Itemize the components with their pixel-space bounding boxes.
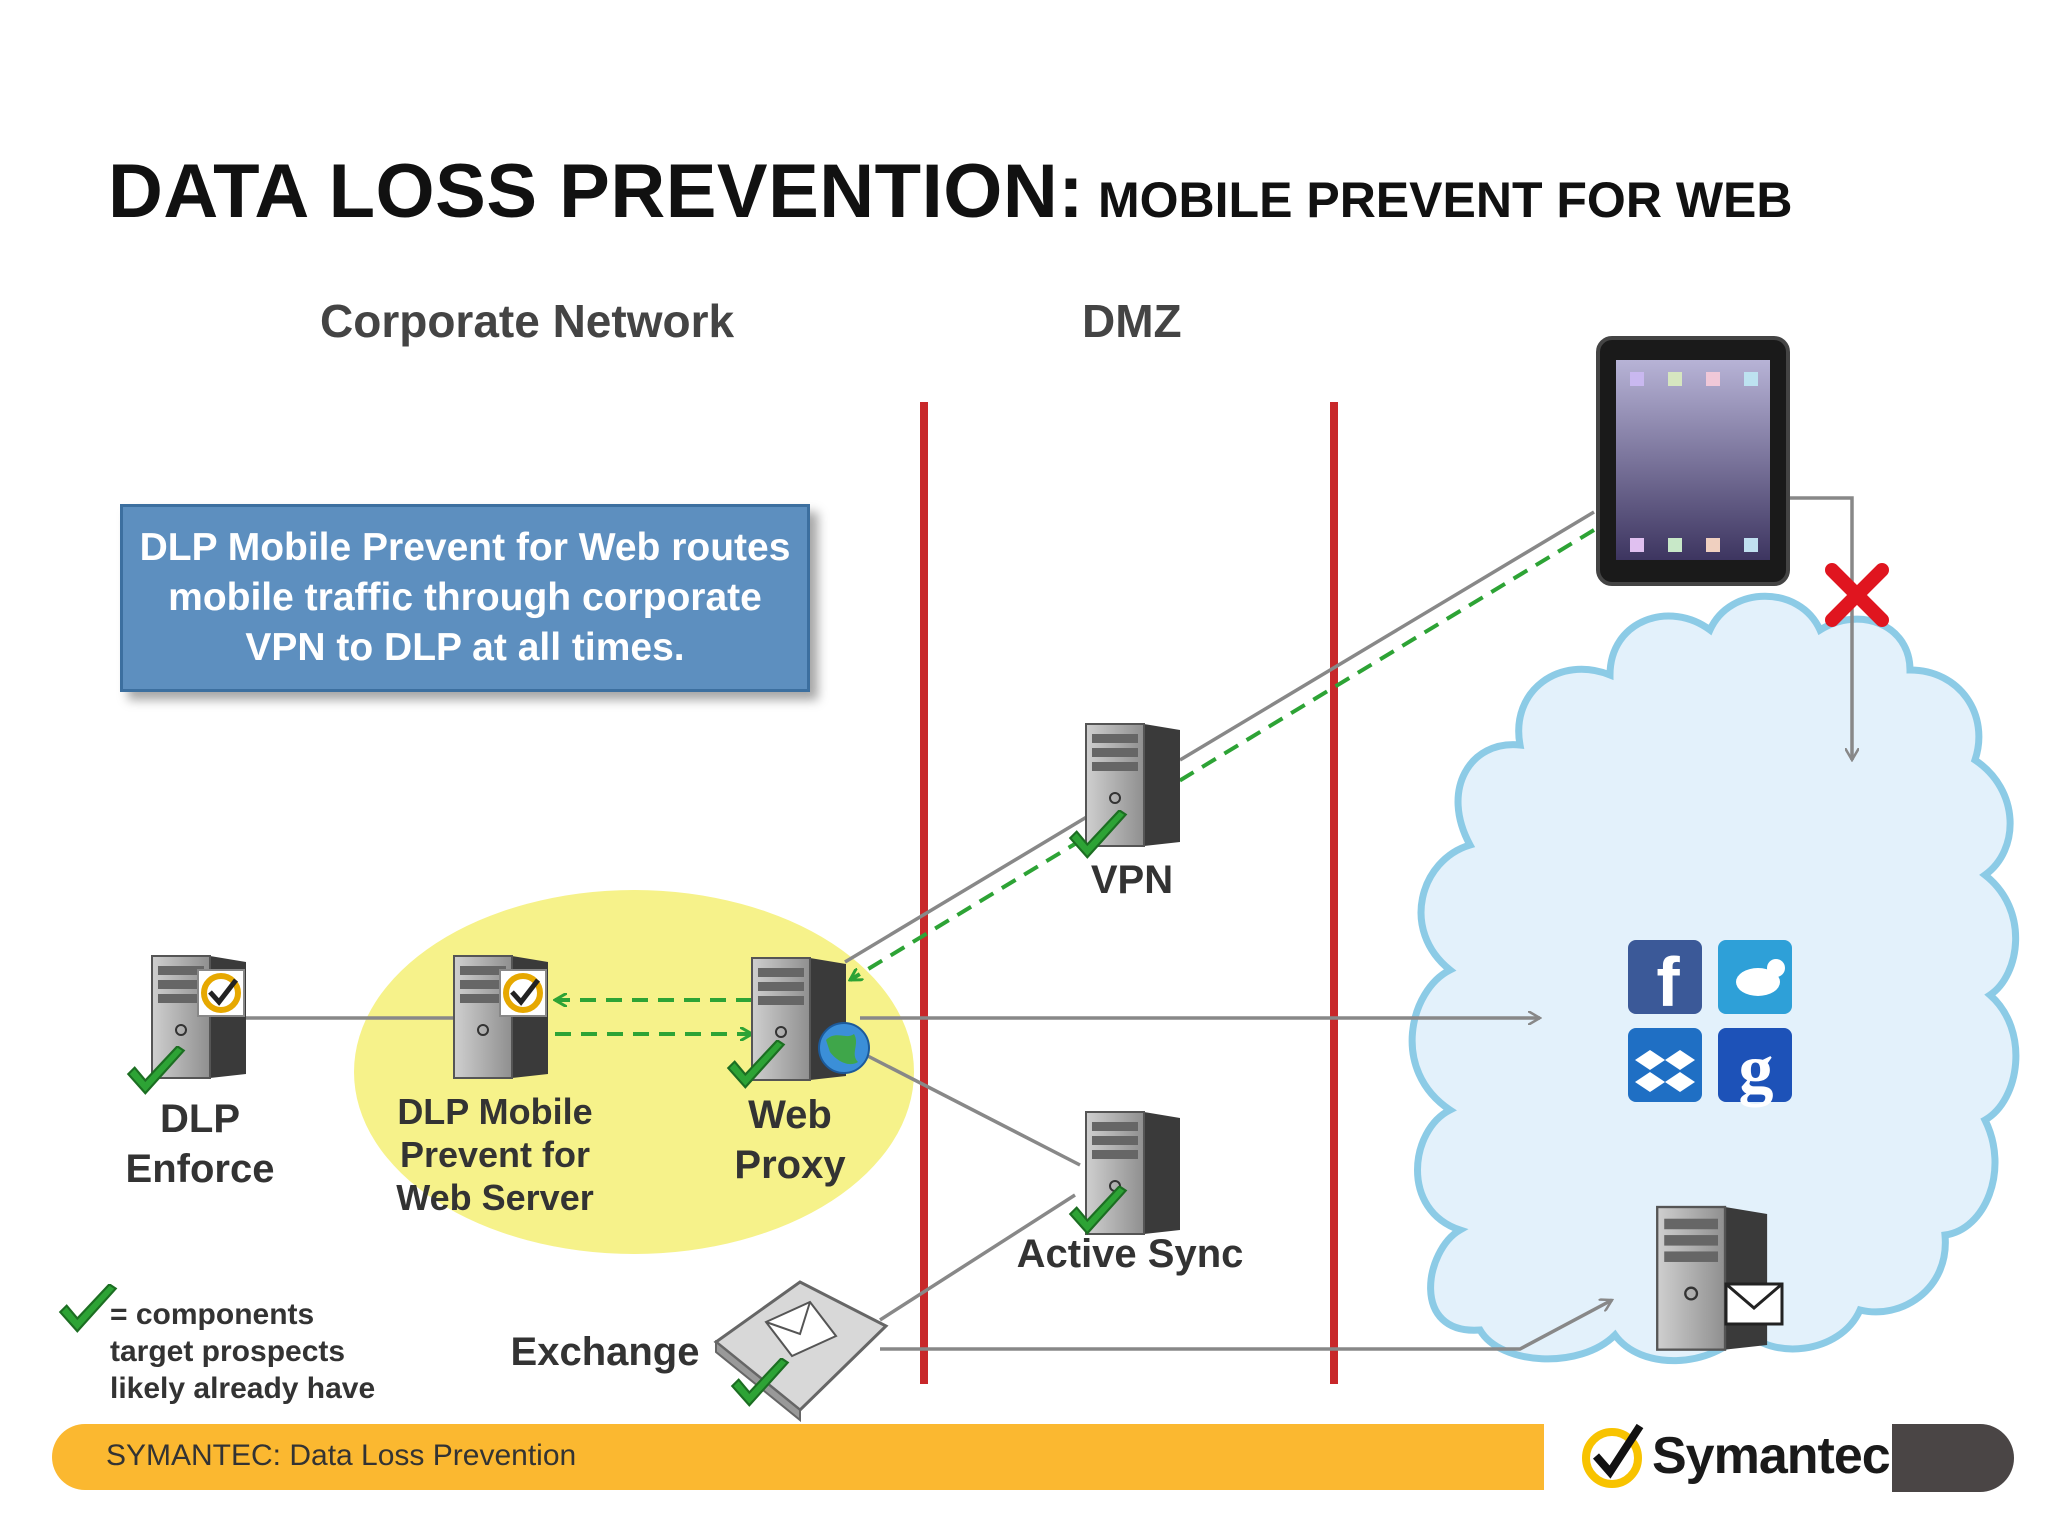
cloud-mail-server-icon: [1655, 1205, 1784, 1351]
slide-title: DATA LOSS PREVENTION:MOBILE PREVENT FOR …: [108, 148, 1792, 235]
dropbox-icon: [1628, 1028, 1702, 1102]
title-main: DATA LOSS PREVENTION:: [108, 149, 1085, 234]
web-proxy-label: Web Proxy: [734, 1093, 846, 1187]
legend-check-icon: [59, 1284, 117, 1333]
dlp-routes: [555, 528, 1596, 1034]
tablet-device-icon: [1596, 336, 1790, 586]
twitter-icon: [1718, 940, 1792, 1014]
callout-box: DLP Mobile Prevent for Web routes mobile…: [120, 504, 810, 692]
globe-icon: [818, 1022, 870, 1074]
blocked-x-icon: [1825, 563, 1889, 627]
footer-text: SYMANTEC: Data Loss Prevention: [106, 1439, 577, 1472]
zone-label-corporate: Corporate Network: [320, 295, 735, 347]
dlp-enforce-label: DLP Enforce: [125, 1097, 275, 1191]
exchange-appliance-icon: [713, 1280, 889, 1423]
facebook-icon: f: [1628, 940, 1702, 1021]
symantec-logo-icon: [1582, 1423, 1644, 1488]
svg-text:g: g: [1739, 1031, 1774, 1108]
exchange-label: Exchange: [510, 1330, 700, 1374]
cloud: [1408, 592, 2020, 1365]
svg-text:f: f: [1656, 943, 1680, 1021]
zone-label-dmz: DMZ: [1082, 295, 1182, 347]
title-sub: MOBILE PREVENT FOR WEB: [1098, 172, 1793, 228]
vpn-server-icon: [1085, 723, 1181, 847]
symantec-brand: Symantec.: [1652, 1427, 1904, 1485]
vpn-label: VPN: [1090, 858, 1174, 902]
footer-bar: [52, 1424, 1544, 1490]
mobile-prevent-server-icon: [453, 955, 549, 1079]
active-sync-label: Active Sync: [1016, 1232, 1244, 1276]
google-icon: g: [1718, 1028, 1792, 1108]
footer-dark-tab: [1892, 1424, 2014, 1492]
connections: [244, 496, 1852, 1351]
legend-text: = components target prospects likely alr…: [110, 1298, 376, 1405]
mobile-prevent-label: DLP Mobile Prevent for Web Server: [396, 1091, 594, 1218]
